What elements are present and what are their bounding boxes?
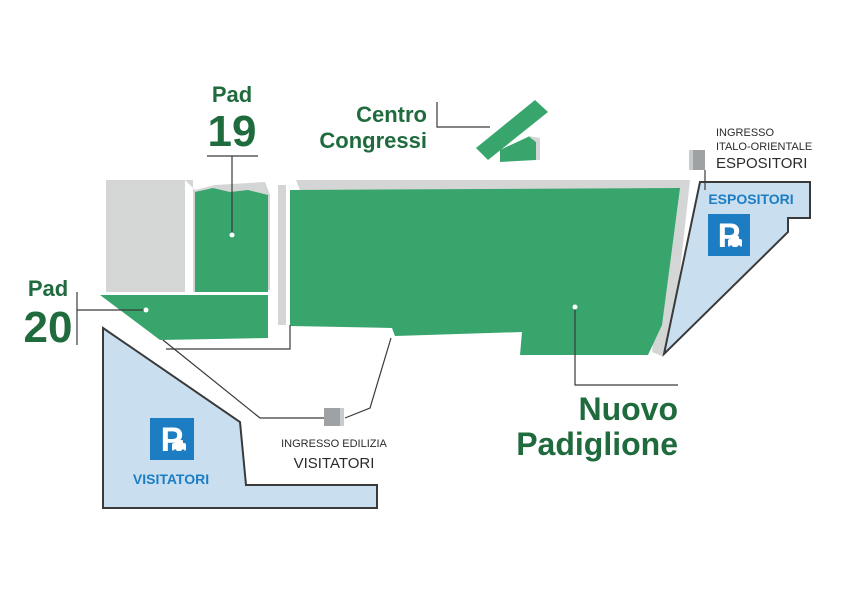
parking-sign-espositori[interactable]: P bbox=[708, 214, 750, 256]
ingresso-espositori-label-line2: ITALO-ORIENTALE bbox=[716, 141, 812, 153]
car-icon bbox=[728, 236, 742, 247]
visitatori-path-line-1 bbox=[162, 339, 326, 419]
parking-espositori-label: ESPOSITORI bbox=[708, 191, 793, 207]
pad20-label-line1: Pad bbox=[28, 276, 68, 301]
parking-sign-visitatori[interactable]: P bbox=[150, 418, 194, 460]
parking-visitatori-area[interactable] bbox=[102, 326, 378, 509]
leader-lines bbox=[76, 102, 706, 419]
visitatori-path-line-3 bbox=[344, 337, 392, 419]
centro-congressi-leader bbox=[436, 102, 490, 128]
entrance-espositori[interactable] bbox=[689, 150, 705, 170]
visitatori-path-line-2 bbox=[166, 325, 291, 350]
nuovo-padiglione-label-line1: Nuovo bbox=[578, 391, 678, 427]
pad20-building[interactable] bbox=[100, 295, 268, 340]
entrance-marker-icon bbox=[324, 408, 344, 426]
parking-espositori-area[interactable] bbox=[662, 181, 811, 358]
entrance-visitatori[interactable] bbox=[324, 408, 344, 426]
ingresso-visitatori-label-line2: VISITATORI bbox=[294, 455, 375, 472]
leader-dots bbox=[143, 232, 578, 313]
parking-areas bbox=[102, 181, 811, 509]
parking-visitatori-label: VISITATORI bbox=[133, 471, 209, 487]
nuovo-padiglione-leader bbox=[574, 307, 678, 386]
pad19-building[interactable] bbox=[195, 188, 268, 292]
grey-outline-west-strip bbox=[278, 185, 286, 325]
centro-congressi-label-line2: Congressi bbox=[319, 128, 427, 153]
nuovo-padiglione-label-line2: Padiglione bbox=[516, 426, 678, 462]
nuovo-padiglione-building[interactable] bbox=[290, 188, 680, 355]
pad20-label-line2: 20 bbox=[24, 303, 73, 352]
buildings bbox=[100, 100, 680, 355]
centro-congressi-label-line1: Centro bbox=[356, 102, 427, 127]
pad19-label-line1: Pad bbox=[212, 82, 252, 107]
pad19-label-line2: 19 bbox=[208, 107, 257, 156]
car-icon bbox=[172, 440, 186, 451]
pad20-dot bbox=[143, 307, 149, 313]
ingresso-espositori-label-line1: INGRESSO bbox=[716, 127, 775, 139]
labels: Pad 19 Pad 20 Centro Congressi Nuovo Pad… bbox=[24, 82, 813, 487]
centro-congressi-building[interactable] bbox=[476, 100, 548, 162]
ingresso-visitatori-label-line1: INGRESSO EDILIZIA bbox=[281, 438, 387, 450]
nuovo-padiglione-dot bbox=[572, 304, 578, 310]
ingresso-espositori-label-line3: ESPOSITORI bbox=[716, 155, 807, 172]
pad19-dot bbox=[229, 232, 235, 238]
